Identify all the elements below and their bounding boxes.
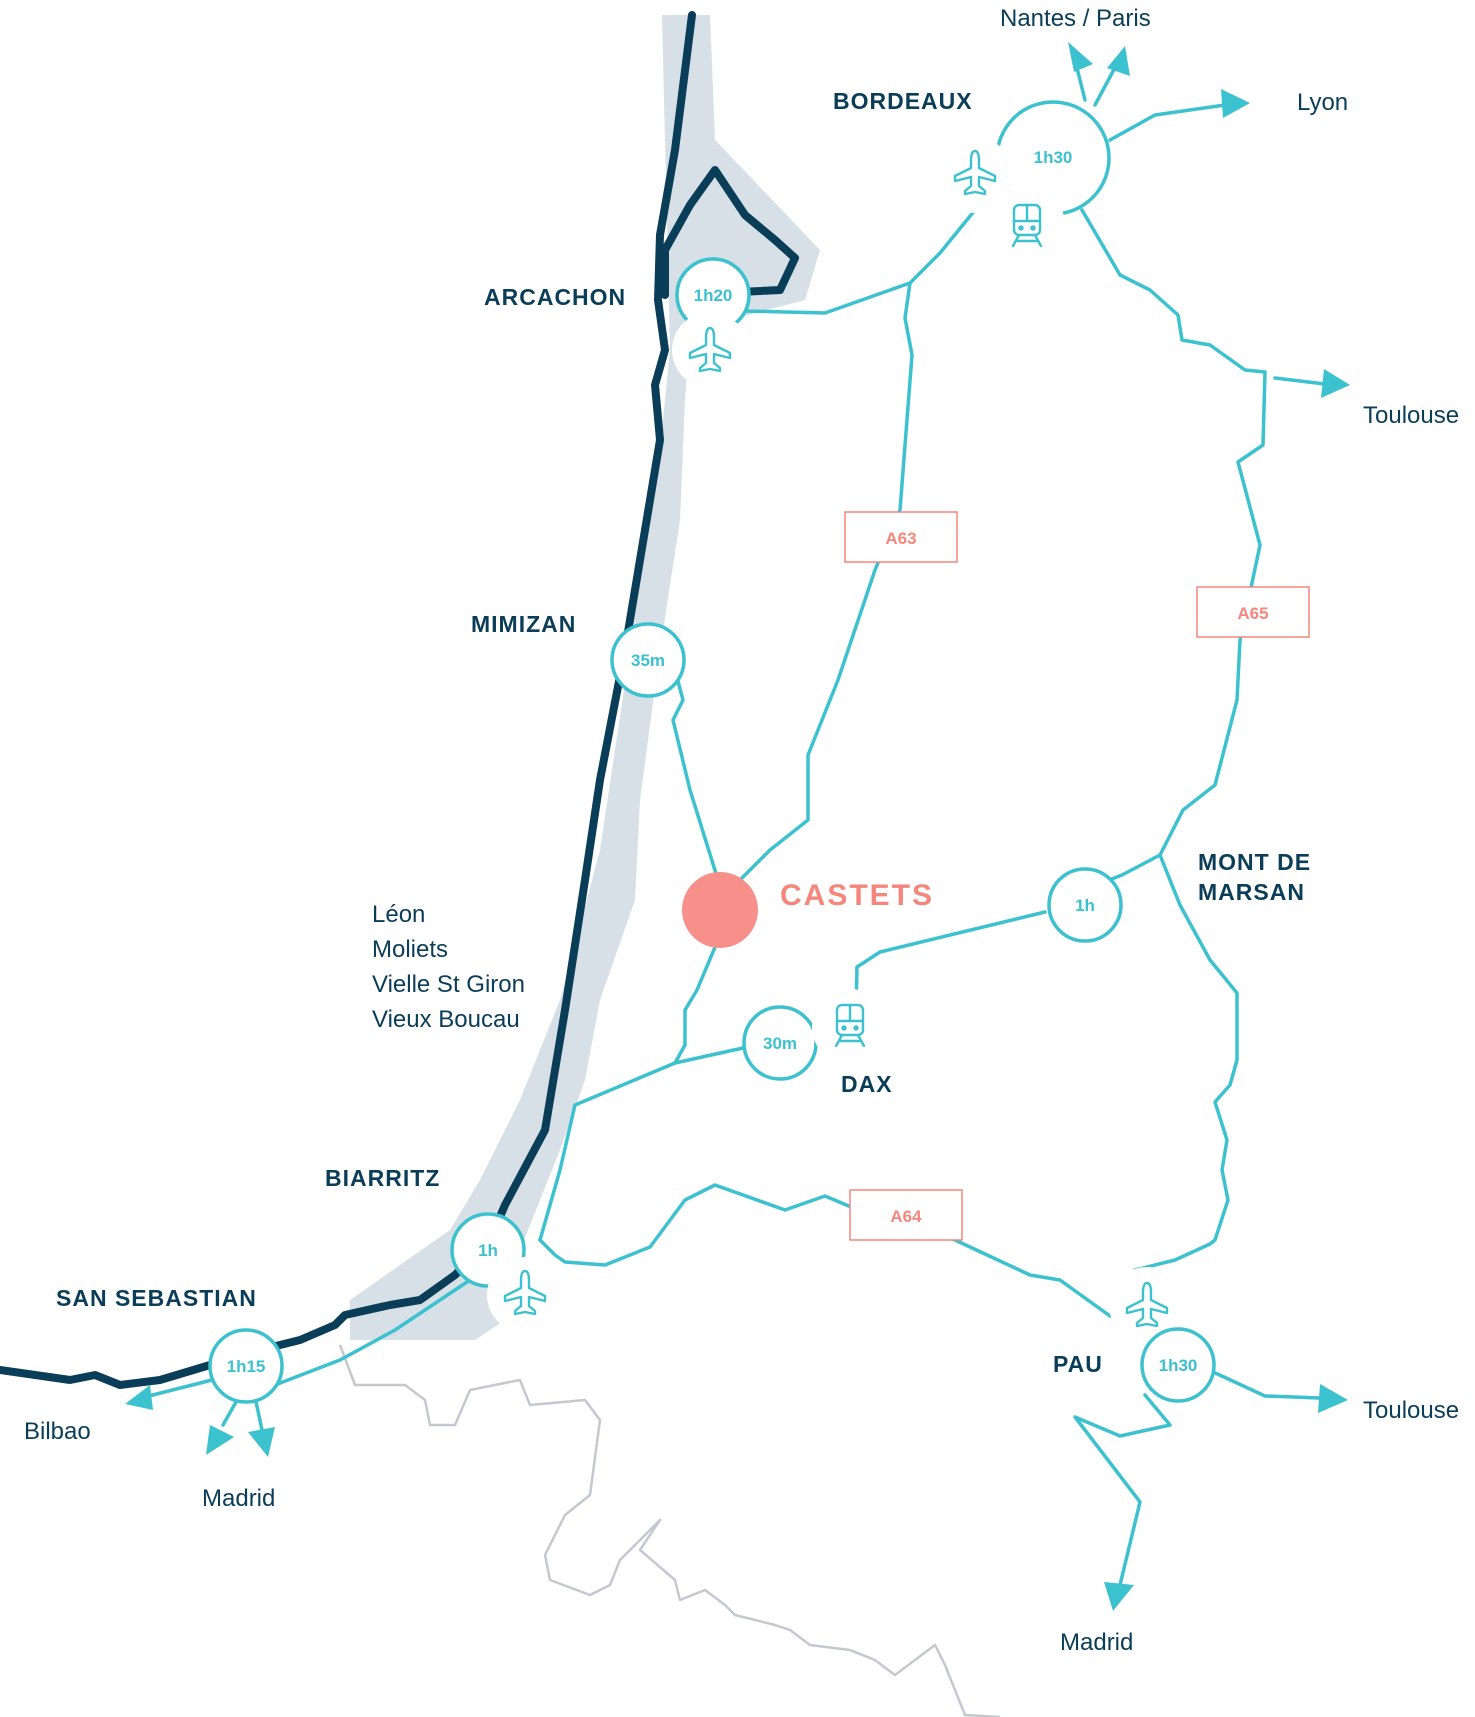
road-a65: A65 bbox=[1196, 586, 1310, 638]
route-sansebastian-madrid-2 bbox=[253, 1395, 264, 1432]
arrow-madrid-east bbox=[1104, 1582, 1134, 1611]
svg-text:1h: 1h bbox=[1075, 896, 1095, 915]
label-mont-de-marsan-line1: MONT DE bbox=[1198, 849, 1311, 875]
route-sansebastian-bilbao bbox=[143, 1378, 214, 1399]
svg-text:1h: 1h bbox=[478, 1241, 498, 1260]
dest-bilbao: Bilbao bbox=[24, 1418, 91, 1445]
hub-dax: 30m bbox=[742, 1005, 818, 1081]
arrow-madrid-west-2 bbox=[248, 1427, 275, 1457]
hub-san-sebastian: 1h15 bbox=[208, 1328, 284, 1404]
route-a64 bbox=[538, 1183, 1112, 1318]
label-mont-de-marsan-line2: MARSAN bbox=[1198, 879, 1305, 905]
route-dax-montdemarsan bbox=[854, 910, 1047, 1010]
arrow-madrid-west-1 bbox=[206, 1425, 234, 1455]
arcachon-basin bbox=[661, 166, 799, 299]
hub-pau: 1h30 bbox=[1140, 1327, 1216, 1403]
coast-town: Vieux Boucau bbox=[372, 1006, 520, 1033]
arrow-toulouse-north bbox=[1321, 369, 1350, 398]
label-dax: DAX bbox=[841, 1071, 893, 1097]
road-a64: A64 bbox=[849, 1189, 963, 1241]
route-toulouse-north bbox=[1273, 376, 1327, 386]
castets-marker bbox=[682, 872, 758, 948]
arrow-nantes bbox=[1068, 42, 1093, 72]
train-icon bbox=[989, 187, 1065, 263]
svg-text:1h30: 1h30 bbox=[1034, 148, 1073, 167]
label-san-sebastian: SAN SEBASTIAN bbox=[56, 1285, 257, 1311]
road-a63: A63 bbox=[844, 511, 958, 563]
route-montdemarsan-pau bbox=[1133, 853, 1239, 1272]
arrow-paris bbox=[1107, 46, 1130, 76]
route-pau-madrid bbox=[1073, 1393, 1172, 1587]
arrow-lyon bbox=[1221, 89, 1250, 118]
coast-town: Vielle St Giron bbox=[372, 971, 525, 998]
dest-toulouse-south: Toulouse bbox=[1363, 1397, 1459, 1424]
label-bordeaux: BORDEAUX bbox=[833, 88, 973, 114]
svg-text:1h20: 1h20 bbox=[694, 286, 733, 305]
hub-mont-de-marsan: 1h bbox=[1047, 867, 1123, 943]
train-icon bbox=[812, 989, 888, 1065]
svg-text:35m: 35m bbox=[631, 651, 665, 670]
route-castets-dax bbox=[673, 938, 720, 1065]
plane-icon bbox=[487, 1257, 563, 1333]
dest-lyon: Lyon bbox=[1297, 89, 1348, 116]
svg-text:30m: 30m bbox=[763, 1034, 797, 1053]
spain-border bbox=[338, 1344, 1001, 1717]
arrow-bilbao bbox=[125, 1385, 153, 1410]
coast-town: Moliets bbox=[372, 936, 448, 963]
coast-town: Léon bbox=[372, 901, 425, 928]
label-pau: PAU bbox=[1053, 1351, 1103, 1377]
dest-madrid-east: Madrid bbox=[1060, 1629, 1133, 1656]
label-biarritz: BIARRITZ bbox=[325, 1165, 440, 1191]
svg-text:1h30: 1h30 bbox=[1159, 1356, 1198, 1375]
svg-text:1h15: 1h15 bbox=[227, 1357, 266, 1376]
dest-toulouse-north: Toulouse bbox=[1363, 402, 1459, 429]
route-pau-toulouse bbox=[1209, 1369, 1322, 1400]
route-mimizan-castets bbox=[671, 668, 720, 882]
route-bordeaux-lyon bbox=[1108, 103, 1227, 142]
plane-icon bbox=[937, 137, 1013, 213]
svg-text:A65: A65 bbox=[1237, 604, 1268, 623]
arrow-toulouse-south bbox=[1318, 1384, 1348, 1413]
route-a63 bbox=[738, 281, 914, 882]
plane-icon bbox=[1109, 1267, 1185, 1343]
label-castets: CASTETS bbox=[780, 879, 934, 912]
svg-text:A63: A63 bbox=[885, 529, 916, 548]
label-arcachon: ARCACHON bbox=[484, 284, 626, 310]
plane-icon bbox=[672, 312, 748, 388]
route-dax-biarritz bbox=[538, 1046, 745, 1242]
hub-mimizan: 35m bbox=[610, 622, 686, 698]
route-biarritz-sansebastian bbox=[273, 1278, 472, 1387]
route-a65 bbox=[1080, 208, 1267, 892]
dest-nantes-paris: Nantes / Paris bbox=[1000, 5, 1151, 32]
shore-band bbox=[350, 15, 820, 1340]
label-mimizan: MIMIZAN bbox=[471, 611, 576, 637]
dest-madrid-west: Madrid bbox=[202, 1485, 275, 1512]
svg-text:A64: A64 bbox=[890, 1207, 922, 1226]
